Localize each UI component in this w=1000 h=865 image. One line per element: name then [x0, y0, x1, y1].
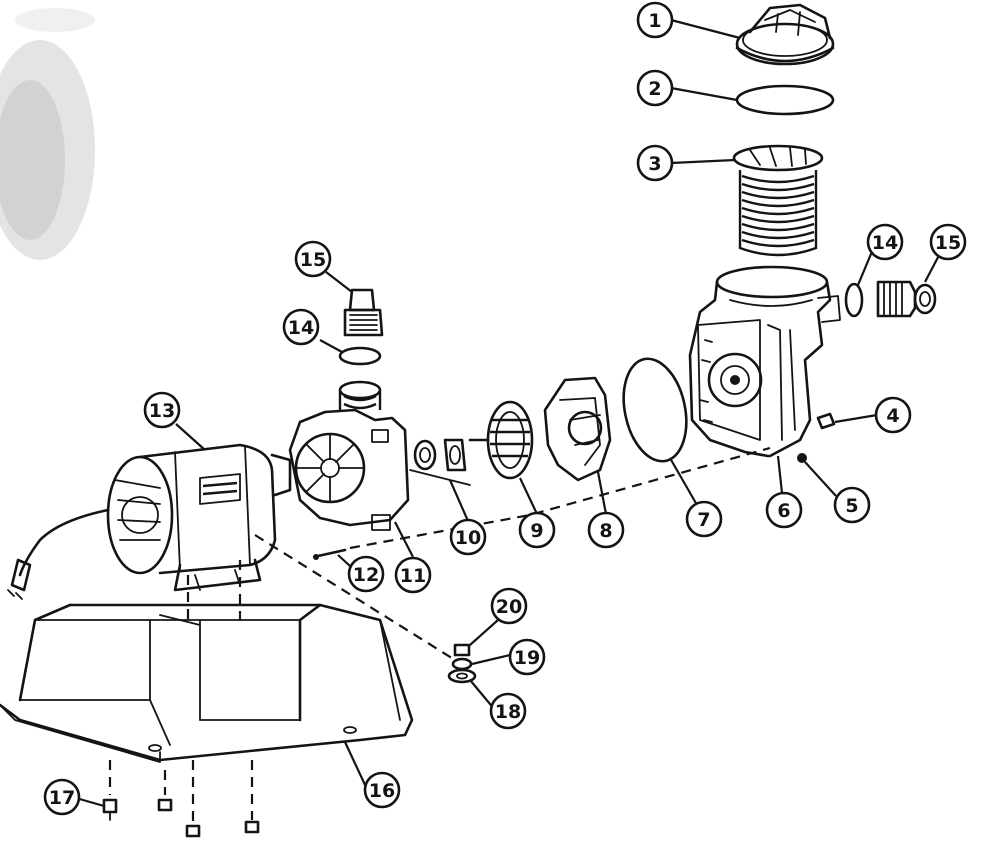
alignment-line-main — [349, 446, 771, 550]
svg-text:15: 15 — [935, 232, 961, 254]
pump-base-part — [0, 603, 414, 763]
svg-text:1: 1 — [648, 10, 661, 32]
svg-text:10: 10 — [455, 527, 481, 549]
drain-o-ring-right-part — [844, 282, 864, 318]
drain-plug-left-part — [343, 288, 384, 337]
callout-9: 9 — [518, 511, 556, 549]
callout-18: 18 — [489, 692, 527, 730]
callout-17: 17 — [43, 778, 81, 816]
svg-text:2: 2 — [648, 78, 661, 100]
svg-text:18: 18 — [495, 701, 521, 723]
callout-15-right: 15 — [929, 223, 967, 261]
callout-2: 2 — [636, 69, 674, 107]
callout-5: 5 — [833, 486, 871, 524]
callout-7: 7 — [685, 500, 723, 538]
scan-smudge — [0, 8, 95, 260]
svg-text:6: 6 — [777, 500, 790, 522]
svg-text:5: 5 — [845, 495, 858, 517]
lid-o-ring-part — [735, 84, 835, 116]
leader-lines — [75, 18, 947, 808]
svg-text:9: 9 — [530, 520, 543, 542]
svg-text:11: 11 — [400, 565, 426, 587]
drain-o-ring-left-part — [338, 346, 382, 366]
callout-3: 3 — [636, 144, 674, 182]
impeller-part — [468, 400, 534, 480]
svg-text:16: 16 — [369, 780, 395, 802]
callout-4: 4 — [874, 396, 912, 434]
callout-15-left: 15 — [294, 240, 332, 278]
callout-16: 16 — [363, 771, 401, 809]
callout-11: 11 — [394, 556, 432, 594]
mounting-hardware-part — [447, 643, 477, 684]
svg-text:19: 19 — [514, 647, 540, 669]
callout-14-right: 14 — [866, 223, 904, 261]
svg-text:8: 8 — [599, 520, 612, 542]
svg-text:3: 3 — [648, 153, 661, 175]
callout-19: 19 — [508, 638, 546, 676]
svg-text:14: 14 — [288, 317, 314, 339]
svg-text:20: 20 — [496, 596, 522, 618]
svg-text:17: 17 — [49, 787, 75, 809]
callout-12: 12 — [347, 555, 385, 593]
callout-14-left: 14 — [282, 308, 320, 346]
svg-text:7: 7 — [697, 509, 710, 531]
shaft-seal-part — [409, 438, 471, 486]
screw-part — [313, 548, 347, 560]
svg-text:12: 12 — [353, 564, 379, 586]
callout-20: 20 — [490, 587, 528, 625]
base-bolt-part — [102, 760, 260, 838]
small-nut-part — [797, 453, 807, 463]
pump-housing-part — [688, 265, 841, 458]
callout-6: 6 — [765, 491, 803, 529]
diffuser-part — [543, 376, 612, 482]
svg-text:15: 15 — [300, 249, 326, 271]
callout-10: 10 — [449, 518, 487, 556]
strainer-lid-part — [735, 3, 835, 66]
callout-8: 8 — [587, 511, 625, 549]
callout-1: 1 — [636, 1, 674, 39]
alignment-line-base — [254, 534, 456, 661]
svg-text:4: 4 — [886, 405, 899, 427]
svg-text:13: 13 — [149, 400, 175, 422]
callout-13: 13 — [143, 391, 181, 429]
seal-plate-part — [288, 380, 410, 531]
small-plug-part — [816, 412, 836, 430]
drain-plug-right-part — [876, 280, 937, 318]
motor-part — [7, 443, 292, 600]
housing-o-ring-part — [622, 357, 688, 463]
svg-text:14: 14 — [872, 232, 898, 254]
strainer-basket-part — [732, 144, 824, 257]
